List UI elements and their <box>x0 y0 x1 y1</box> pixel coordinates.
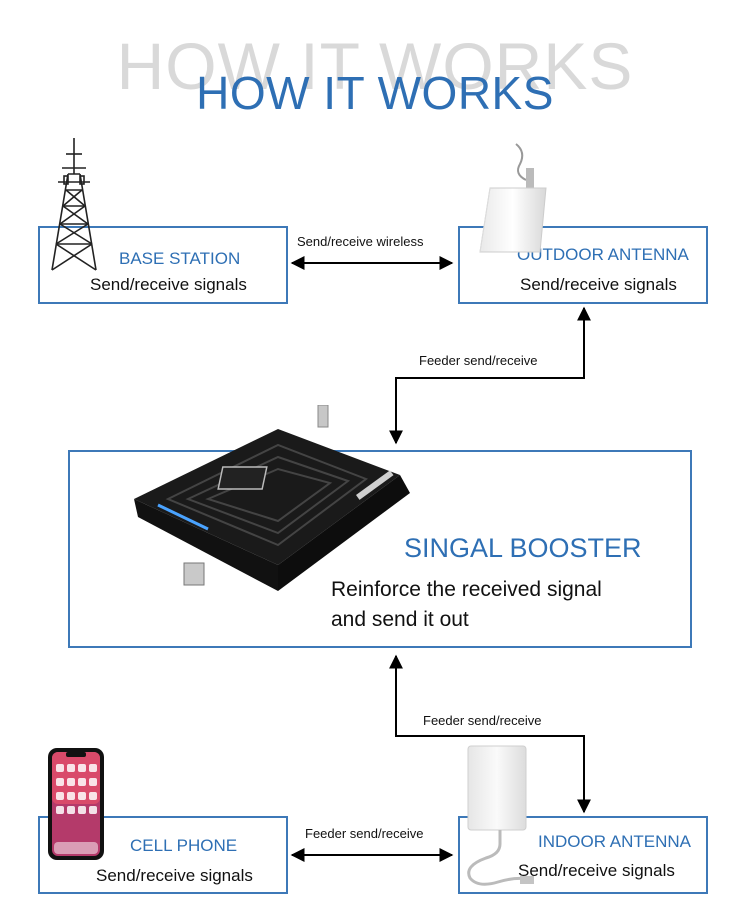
page-title: HOW IT WORKS <box>196 67 554 119</box>
bottom-link-label: Feeder send/receive <box>305 826 424 841</box>
indoor-antenna-name: INDOOR ANTENNA <box>538 832 692 851</box>
base-station-box <box>38 226 288 304</box>
outdoor-antenna-name: OUTDOOR ANTENNA <box>517 245 689 264</box>
tower-icon <box>51 138 97 271</box>
panel-antenna-icon <box>479 143 547 253</box>
smartphone-icon <box>48 748 104 860</box>
cell-phone-desc: Send/receive signals <box>96 866 253 885</box>
cell-phone-name: CELL PHONE <box>130 836 238 855</box>
outdoor-antenna-desc: Send/receive signals <box>520 275 677 294</box>
title-shadow: HOW IT WORKS <box>116 29 634 103</box>
outdoor-antenna-box <box>458 226 708 304</box>
base-station-desc: Send/receive signals <box>90 275 247 294</box>
top-link-label: Send/receive wireless <box>297 234 424 249</box>
indoor-antenna-desc: Send/receive signals <box>518 861 675 880</box>
booster-name: SINGAL BOOSTER <box>404 533 642 563</box>
base-station-name: BASE STATION <box>119 249 241 268</box>
booster-desc: Reinforce the received signal and send i… <box>331 575 602 635</box>
booster-desc-line1: Reinforce the received signal <box>331 578 602 601</box>
booster-device-icon <box>134 405 410 591</box>
booster-desc-line2: and send it out <box>331 608 469 631</box>
indoor-antenna-icon <box>467 745 534 886</box>
lower-feeder-arrow <box>389 654 591 814</box>
upper-feeder-arrow <box>389 306 591 445</box>
